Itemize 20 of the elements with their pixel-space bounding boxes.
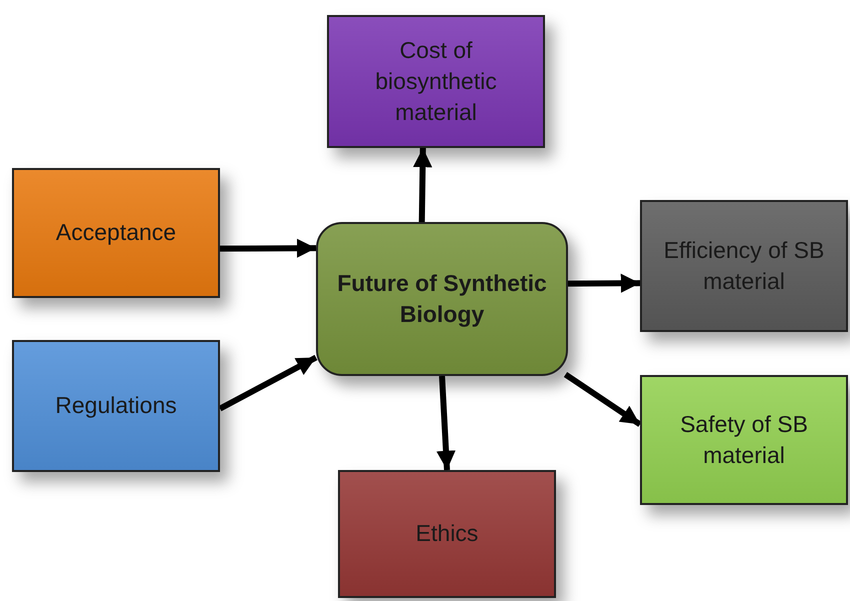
topic-box	[640, 375, 848, 505]
topic-box	[338, 470, 556, 598]
topic-box	[12, 340, 220, 472]
arrow	[220, 238, 316, 258]
node-label: Ethics	[414, 519, 480, 548]
topic-box	[327, 15, 545, 148]
topic-box	[640, 200, 848, 332]
node-label: Cost of biosynthetic material	[374, 36, 498, 128]
arrow	[218, 354, 318, 412]
node-label: Regulations	[54, 391, 178, 420]
arrow	[436, 376, 456, 470]
node-label: Acceptance	[54, 218, 178, 248]
topic-box	[12, 168, 220, 298]
arrow	[413, 148, 432, 222]
arrow	[568, 274, 640, 293]
node-label: Future of Synthetic Biology	[336, 268, 548, 329]
node-label: Safety of SB material	[679, 410, 809, 470]
node-label: Efficiency of SB material	[662, 236, 826, 296]
arrow	[564, 372, 642, 427]
central-rounded-box	[316, 222, 568, 376]
